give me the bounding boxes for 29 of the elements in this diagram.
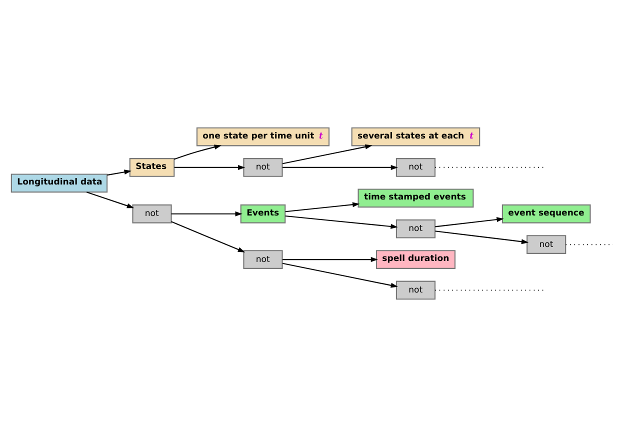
node-box: not [396, 158, 436, 177]
arrow [86, 192, 134, 208]
node-box: not [243, 158, 283, 177]
arrow [171, 221, 246, 252]
arrow [174, 144, 222, 160]
arrow [171, 211, 242, 216]
arrow [435, 230, 529, 244]
arrow [107, 170, 132, 176]
node-box: one state per time unit t [196, 127, 330, 146]
arrow [282, 262, 398, 288]
node-box: time stamped events [358, 188, 474, 208]
node-box: not [132, 204, 172, 224]
arrow [282, 144, 372, 164]
node-box: spell duration [376, 250, 456, 269]
arrow [282, 164, 398, 170]
node-box: Longitudinal data [10, 174, 108, 193]
arrow [435, 217, 504, 228]
node-box: Events [240, 204, 286, 224]
arrow [174, 164, 246, 170]
node-box: not [526, 235, 566, 254]
node-box: not [396, 280, 436, 300]
arrow [285, 202, 360, 212]
arrow [282, 257, 378, 262]
node-box: event sequence [502, 204, 591, 224]
arrow [285, 215, 398, 229]
node-box: States [129, 158, 175, 177]
node-box: not [396, 219, 436, 238]
node-box: not [243, 250, 283, 269]
node-box: several states at each t [351, 127, 480, 146]
